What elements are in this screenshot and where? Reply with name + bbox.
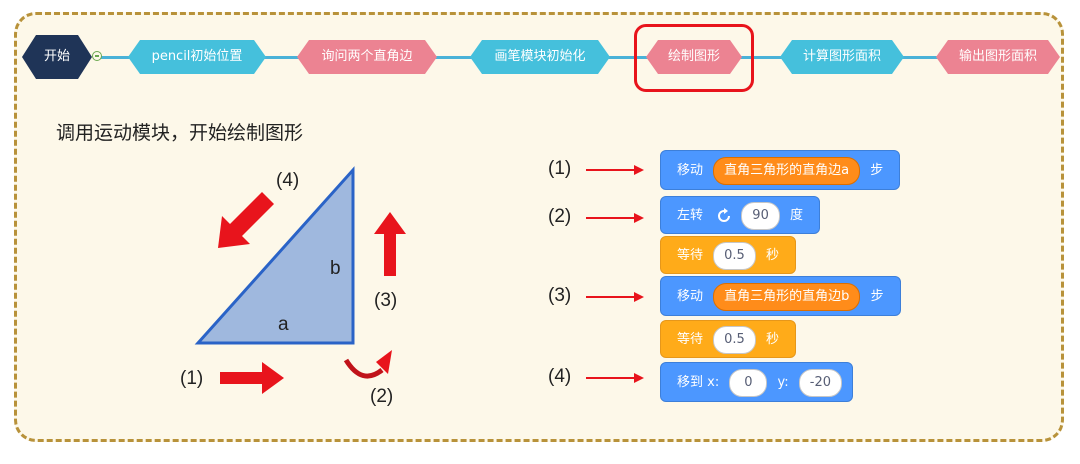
reporter-side-a[interactable]: 直角三角形的直角边a xyxy=(713,157,861,185)
wait-block-1[interactable]: 等待 0.5 秒 xyxy=(660,236,796,274)
collapse-toggle-icon[interactable] xyxy=(92,51,102,61)
steps-label: 步 xyxy=(870,289,884,304)
step-2-label: (2) xyxy=(370,386,394,407)
right-arrow-icon xyxy=(220,362,284,394)
turn-left-label: 左转 xyxy=(677,208,704,223)
move-label: 移动 xyxy=(677,289,704,304)
step-4-label: (4) xyxy=(276,170,300,191)
flow-step-compute-area[interactable]: 计算图形面积 xyxy=(780,40,904,74)
move-block-a[interactable]: 移动 直角三角形的直角边a 步 xyxy=(660,150,901,190)
pointer-arrow-icon xyxy=(586,213,644,223)
side-a-label: a xyxy=(278,314,289,335)
side-b-label: b xyxy=(330,258,341,279)
block-row-label-3: (3) xyxy=(548,285,572,306)
steps-label: 步 xyxy=(870,163,884,178)
block-row-label-4: (4) xyxy=(548,366,572,387)
seconds-label: 秒 xyxy=(765,248,779,263)
wait-block-2[interactable]: 等待 0.5 秒 xyxy=(660,320,796,358)
wait-seconds-input[interactable]: 0.5 xyxy=(713,242,756,270)
right-triangle xyxy=(194,166,355,345)
content-panel xyxy=(14,12,1064,442)
degrees-label: 度 xyxy=(789,208,803,223)
step-3-label: (3) xyxy=(374,290,398,311)
seconds-label: 秒 xyxy=(765,332,779,347)
y-label: y: xyxy=(777,375,789,390)
flow-step-ask-sides[interactable]: 询问两个直角边 xyxy=(297,40,437,74)
flow-step-output-area[interactable]: 输出图形面积 xyxy=(936,40,1060,74)
flow-step-pen-init[interactable]: 画笔模块初始化 xyxy=(470,40,610,74)
goto-xy-block[interactable]: 移到 x: 0 y: -20 xyxy=(660,362,854,402)
block-row-label-1: (1) xyxy=(548,158,572,179)
wait-label: 等待 xyxy=(677,332,704,347)
pointer-arrow-icon xyxy=(586,165,644,175)
y-input[interactable]: -20 xyxy=(798,369,843,397)
reporter-side-b[interactable]: 直角三角形的直角边b xyxy=(713,283,861,311)
pointer-arrow-icon xyxy=(586,292,644,302)
down-left-arrow-icon xyxy=(218,192,274,248)
flow-step-start[interactable]: 开始 xyxy=(22,35,92,79)
wait-seconds-input[interactable]: 0.5 xyxy=(713,326,756,354)
turn-left-block[interactable]: 左转 90 度 xyxy=(660,196,820,234)
turn-degrees-input[interactable]: 90 xyxy=(741,202,780,230)
triangle-diagram xyxy=(194,166,355,345)
flow-step-pencil-init[interactable]: pencil初始位置 xyxy=(128,40,266,74)
up-arrow-icon xyxy=(374,212,406,276)
pointer-arrow-icon xyxy=(586,373,644,383)
x-input[interactable]: 0 xyxy=(729,369,768,397)
move-block-b[interactable]: 移动 直角三角形的直角边b 步 xyxy=(660,276,901,316)
turn-arrow-icon xyxy=(343,350,392,379)
current-step-highlight xyxy=(634,24,754,92)
block-row-label-2: (2) xyxy=(548,206,572,227)
step-1-label: (1) xyxy=(180,368,204,389)
goto-label: 移到 x: xyxy=(677,375,720,390)
move-label: 移动 xyxy=(677,163,704,178)
wait-label: 等待 xyxy=(677,248,704,263)
flow-step-draw-shape[interactable]: 绘制图形 xyxy=(646,40,742,74)
rotate-left-icon xyxy=(718,208,731,222)
section-heading: 调用运动模块，开始绘制图形 xyxy=(56,122,304,144)
